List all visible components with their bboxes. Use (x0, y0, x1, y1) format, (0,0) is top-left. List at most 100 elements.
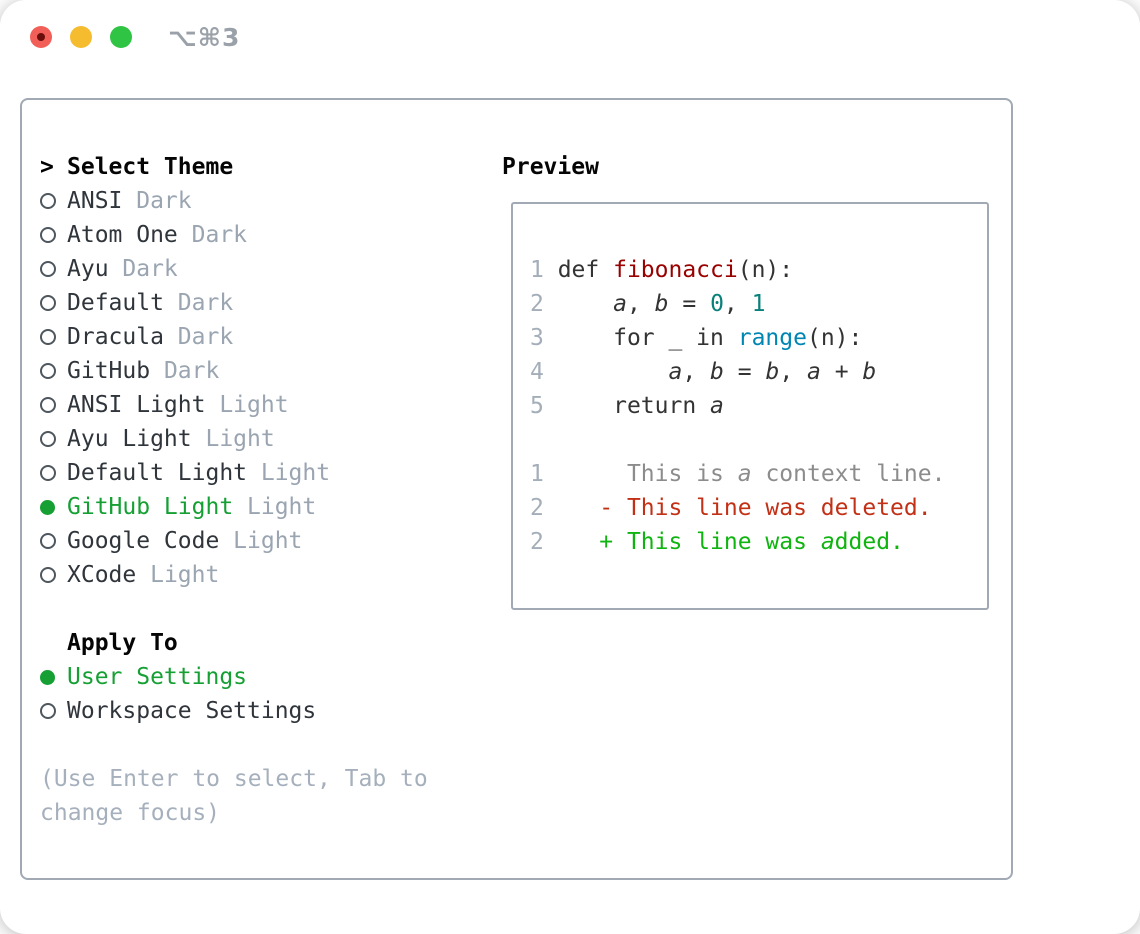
code-token: 4 (530, 359, 558, 385)
radio-icon (40, 567, 67, 583)
radio-icon (40, 431, 67, 447)
code-token: range (737, 325, 807, 351)
radio-icon (40, 533, 67, 549)
apply-option-workspace-settings[interactable]: Workspace Settings (40, 694, 490, 728)
code-token: fibonacci (613, 257, 738, 283)
code-token: 1 (751, 291, 766, 317)
code-token: 3 (530, 325, 558, 351)
zoom-button[interactable] (110, 26, 132, 48)
code-token: 2 (530, 495, 544, 521)
code-token: b (654, 291, 669, 317)
diff-added-line: 2 + This line was added. (530, 525, 945, 559)
theme-variant-label: Dark (191, 222, 248, 248)
radio-icon (40, 227, 67, 243)
theme-variant-label: Light (233, 528, 303, 554)
code-token (544, 529, 599, 555)
code-token: 2 (530, 529, 544, 555)
titlebar: ⌥⌘3 (0, 0, 1140, 75)
code-token: , (779, 359, 808, 385)
radio-icon (40, 397, 67, 413)
code-token: = (723, 359, 766, 385)
radio-selected-icon (40, 670, 67, 685)
code-token: This is (626, 461, 738, 487)
code-token: a (807, 359, 821, 385)
code-token: b (710, 359, 724, 385)
code-token: context line. (751, 461, 946, 487)
code-token: (n): (737, 257, 794, 283)
select-theme-title: Select Theme (67, 154, 234, 180)
theme-variant-label: Light (205, 426, 275, 452)
theme-variant-label: Light (260, 460, 331, 486)
cursor-arrow-icon: > (40, 154, 54, 180)
code-line: 2 a, b = 0, 1 (530, 287, 945, 321)
code-token: + (820, 359, 863, 385)
radio-selected-icon (40, 500, 67, 515)
code-token (544, 495, 599, 521)
apply-to-title: Apply To (67, 630, 178, 656)
code-token: a (668, 359, 683, 385)
hint-line-1: (Use Enter to select, Tab to (40, 766, 428, 792)
code-token: return (557, 393, 711, 419)
code-token: a (613, 291, 627, 317)
radio-icon (40, 261, 67, 277)
theme-variant-label: Dark (122, 256, 178, 282)
diff-deleted-line: 2 - This line was deleted. (530, 491, 945, 525)
minimize-button[interactable] (70, 26, 92, 48)
code-token: = (668, 291, 711, 317)
code-preview: 1 def fibonacci(n): 2 a, b = 0, 1 3 for … (530, 253, 945, 559)
code-token: a (820, 529, 835, 555)
theme-variant-label: Dark (163, 358, 220, 384)
code-token: + This line was (599, 529, 821, 555)
apply-option-user-settings[interactable]: User Settings (40, 660, 490, 694)
code-token: , (682, 359, 711, 385)
code-line: 4 a, b = b, a + b (530, 355, 945, 389)
code-line: 1 def fibonacci(n): (530, 253, 945, 287)
code-token: 2 (530, 291, 558, 317)
radio-icon (40, 329, 67, 345)
preview-title: Preview (502, 154, 599, 180)
radio-icon (40, 363, 67, 379)
spacer-row (40, 728, 490, 762)
spacer-row (40, 592, 490, 626)
code-token: b (862, 359, 877, 385)
theme-variant-label: Dark (177, 324, 234, 350)
radio-icon (40, 465, 67, 481)
code-token (558, 291, 613, 317)
code-token: 1 (530, 257, 558, 283)
radio-icon (40, 295, 67, 311)
code-token: (n): (806, 325, 863, 351)
code-token: a (710, 393, 724, 419)
code-token: 5 (530, 393, 558, 419)
diff-context-line: 1 This is a context line. (530, 457, 945, 491)
select-theme-header: > Select Theme (40, 150, 490, 184)
code-token: , (723, 291, 752, 317)
code-token: for _ in (557, 325, 738, 351)
code-line-blank (530, 423, 945, 457)
theme-variant-label: Light (219, 392, 289, 418)
close-button[interactable] (30, 26, 52, 48)
theme-variant-label: Light (247, 494, 317, 520)
code-token: 0 (710, 291, 724, 317)
code-line: 5 return a (530, 389, 945, 423)
code-token: , (626, 291, 655, 317)
code-token (544, 461, 627, 487)
window-title: ⌥⌘3 (168, 23, 241, 52)
code-token: dded. (834, 529, 904, 555)
code-token: a (737, 461, 752, 487)
code-token: 1 (530, 461, 544, 487)
